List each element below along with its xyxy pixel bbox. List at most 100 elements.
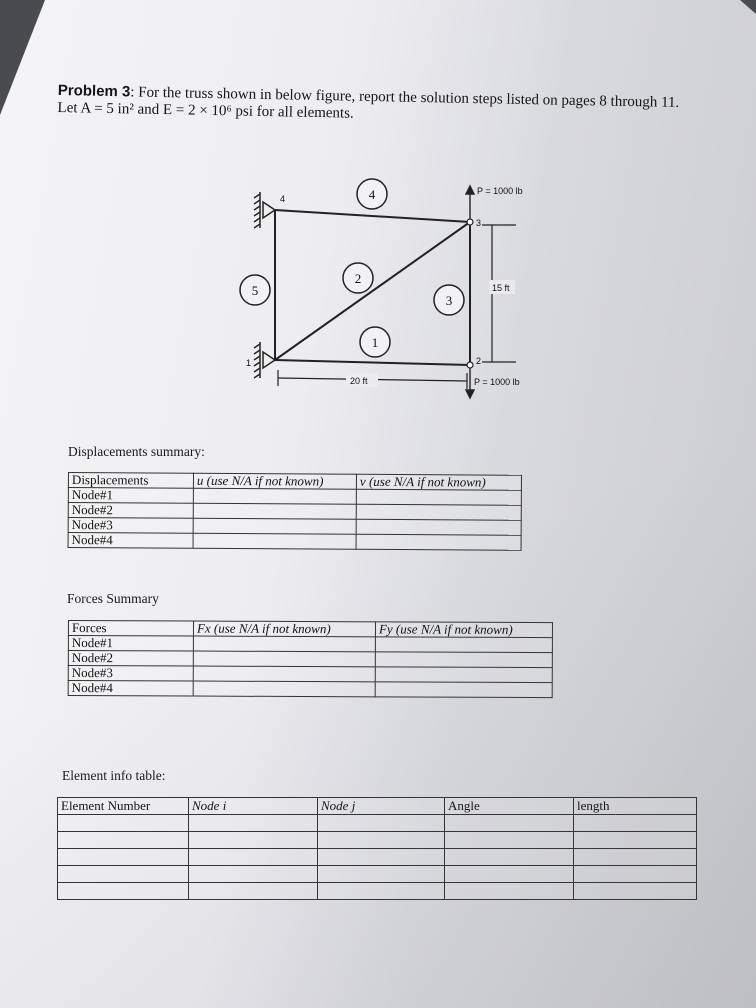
row-label: Node#3 <box>68 665 194 682</box>
input-cell[interactable] <box>444 865 574 883</box>
fy-input-cell[interactable] <box>375 636 553 653</box>
element-label-4: 4 <box>369 187 376 202</box>
input-cell[interactable] <box>444 848 574 866</box>
input-cell[interactable] <box>57 848 189 866</box>
row-label: Node#2 <box>68 650 194 667</box>
input-cell[interactable] <box>57 814 189 832</box>
member-4 <box>274 209 471 223</box>
row-label: Node#1 <box>68 635 194 652</box>
input-cell[interactable] <box>57 831 189 849</box>
element-2-circle <box>342 262 374 294</box>
row-label: Node#1 <box>68 487 194 504</box>
input-cell[interactable] <box>188 814 318 832</box>
row-label: Node#4 <box>68 680 194 697</box>
input-cell[interactable] <box>188 831 318 849</box>
displacements-table: Displacements u (use N/A if not known) v… <box>67 472 522 551</box>
input-cell[interactable] <box>57 882 189 900</box>
v-input-cell[interactable] <box>356 489 522 506</box>
node-2-marker <box>466 361 474 369</box>
header-cell: Fx (use N/A if not known) <box>193 621 376 637</box>
element-4-circle <box>356 178 388 210</box>
u-input-cell[interactable] <box>193 518 357 535</box>
table-row <box>57 848 697 866</box>
member-1 <box>274 359 471 366</box>
fx-input-cell[interactable] <box>193 651 376 667</box>
header-cell: Fy (use N/A if not known) <box>375 621 553 638</box>
header-cell: Angle <box>444 797 574 815</box>
fy-input-cell[interactable] <box>375 681 553 698</box>
input-cell[interactable] <box>317 865 445 883</box>
forces-title: Forces Summary <box>67 591 159 606</box>
node-label-4: 4 <box>280 194 285 204</box>
table-row <box>57 865 697 883</box>
input-cell[interactable] <box>444 831 574 849</box>
input-cell[interactable] <box>573 882 697 900</box>
u-input-cell[interactable] <box>193 503 357 520</box>
input-cell[interactable] <box>188 865 318 883</box>
input-cell[interactable] <box>573 848 697 866</box>
u-input-cell[interactable] <box>193 488 357 505</box>
node-label-2: 2 <box>476 356 481 366</box>
v-input-cell[interactable] <box>356 534 522 551</box>
row-label: Node#2 <box>68 502 194 519</box>
input-cell[interactable] <box>444 814 574 832</box>
input-cell[interactable] <box>573 865 697 883</box>
row-label: Node#3 <box>68 517 194 534</box>
row-label: Node#4 <box>68 532 194 549</box>
table-row: Node#4 <box>68 680 553 698</box>
forces-table: Forces Fx (use N/A if not known) Fy (use… <box>67 620 553 699</box>
element-info-title: Element info table: <box>62 768 166 783</box>
fy-input-cell[interactable] <box>375 666 553 683</box>
input-cell[interactable] <box>57 865 189 883</box>
element-info-table: Element Number Node i Node j Angle lengt… <box>57 797 697 900</box>
header-cell: Node j <box>317 797 445 815</box>
element-1-circle <box>359 326 391 358</box>
fx-input-cell[interactable] <box>193 681 376 697</box>
pin-support-4 <box>253 192 277 229</box>
table-header-row: Element Number Node i Node j Angle lengt… <box>57 797 697 815</box>
header-cell: u (use N/A if not known) <box>193 473 357 490</box>
node-3-marker <box>466 218 474 226</box>
u-input-cell[interactable] <box>193 533 357 550</box>
width-dimension-label: 20 ft <box>350 376 368 386</box>
element-label-1: 1 <box>372 335 379 350</box>
header-cell: Displacements <box>68 472 194 489</box>
load-label-top: P = 1000 lb <box>477 186 523 196</box>
pin-support-1 <box>253 342 277 379</box>
v-input-cell[interactable] <box>356 519 522 536</box>
fx-input-cell[interactable] <box>193 636 376 652</box>
input-cell[interactable] <box>317 814 445 832</box>
input-cell[interactable] <box>573 814 697 832</box>
element-5-circle <box>239 274 271 306</box>
input-cell[interactable] <box>188 882 318 900</box>
element-3-circle <box>433 284 465 316</box>
table-row <box>57 882 697 900</box>
displacements-title: Displacements summary: <box>68 444 205 459</box>
height-dimension-label: 15 ft <box>492 283 510 293</box>
problem-label: Problem 3 <box>57 82 131 101</box>
node-label-1: 1 <box>246 358 251 368</box>
node-label-3: 3 <box>476 218 481 228</box>
input-cell[interactable] <box>573 831 697 849</box>
fx-input-cell[interactable] <box>193 666 376 682</box>
table-row <box>57 831 697 849</box>
v-input-cell[interactable] <box>356 504 522 521</box>
input-cell[interactable] <box>188 848 318 866</box>
element-label-5: 5 <box>252 283 259 298</box>
header-cell: length <box>573 797 697 815</box>
input-cell[interactable] <box>317 831 445 849</box>
member-2 <box>274 221 471 361</box>
header-cell: Node i <box>188 797 318 815</box>
input-cell[interactable] <box>317 882 445 900</box>
element-label-3: 3 <box>446 293 453 308</box>
header-cell: v (use N/A if not known) <box>356 474 522 491</box>
table-row <box>57 814 697 832</box>
input-cell[interactable] <box>444 882 574 900</box>
element-label-2: 2 <box>355 271 362 286</box>
fy-input-cell[interactable] <box>375 651 553 668</box>
table-row: Node#4 <box>68 532 522 551</box>
input-cell[interactable] <box>317 848 445 866</box>
header-cell: Element Number <box>57 797 189 815</box>
load-label-bottom: P = 1000 lb <box>474 377 520 387</box>
header-cell: Forces <box>68 620 194 637</box>
